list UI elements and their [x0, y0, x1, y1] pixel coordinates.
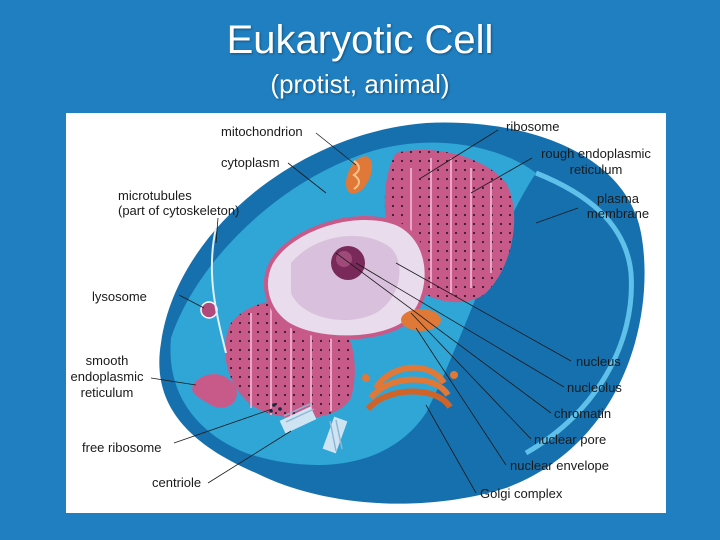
label-free-ribosome: free ribosome	[82, 440, 162, 455]
label-nuclear-pore: nuclear pore	[534, 432, 607, 447]
label-centriole: centriole	[152, 475, 202, 490]
label-microtubules-note: (part of cytoskeleton)	[118, 203, 240, 218]
label-rough-er-2: reticulum	[569, 162, 623, 177]
label-ribosome: ribosome	[506, 119, 560, 134]
centriole	[279, 402, 348, 454]
golgi-complex	[362, 364, 458, 412]
plasma-membrane	[524, 170, 634, 456]
label-microtubules: microtubules	[118, 188, 192, 203]
leader-lines	[150, 129, 579, 494]
page-subtitle: (protist, animal)	[270, 69, 450, 99]
label-cytoplasm: cytoplasm	[221, 155, 280, 170]
label-smooth-er-2: endoplasmic	[70, 369, 144, 384]
free-ribosome	[269, 403, 282, 413]
label-nuclear-envelope: nuclear envelope	[510, 458, 610, 473]
nucleus	[264, 215, 429, 340]
label-rough-er-1: rough endoplasmic	[541, 146, 651, 161]
smooth-endoplasmic-reticulum	[192, 374, 237, 408]
label-smooth-er-3: reticulum	[80, 385, 134, 400]
label-smooth-er-1: smooth	[85, 353, 129, 368]
label-nucleolus: nucleolus	[567, 380, 622, 395]
label-plasma-membrane-1: plasma	[597, 191, 639, 206]
label-nucleus: nucleus	[576, 354, 621, 369]
label-lysosome: lysosome	[92, 289, 147, 304]
label-plasma-membrane-2: membrane	[586, 206, 650, 221]
cell-illustration	[150, 122, 645, 504]
cell-diagram-panel: mitochondrion cytoplasm microtubules (pa…	[66, 113, 666, 513]
mitochondrion-2	[401, 309, 441, 331]
label-golgi-complex: Golgi complex	[480, 486, 563, 501]
label-mitochondrion: mitochondrion	[221, 124, 303, 139]
microtubules	[210, 227, 227, 354]
mitochondrion	[345, 156, 373, 194]
page-title: Eukaryotic Cell	[226, 18, 494, 62]
label-chromatin: chromatin	[554, 406, 612, 421]
